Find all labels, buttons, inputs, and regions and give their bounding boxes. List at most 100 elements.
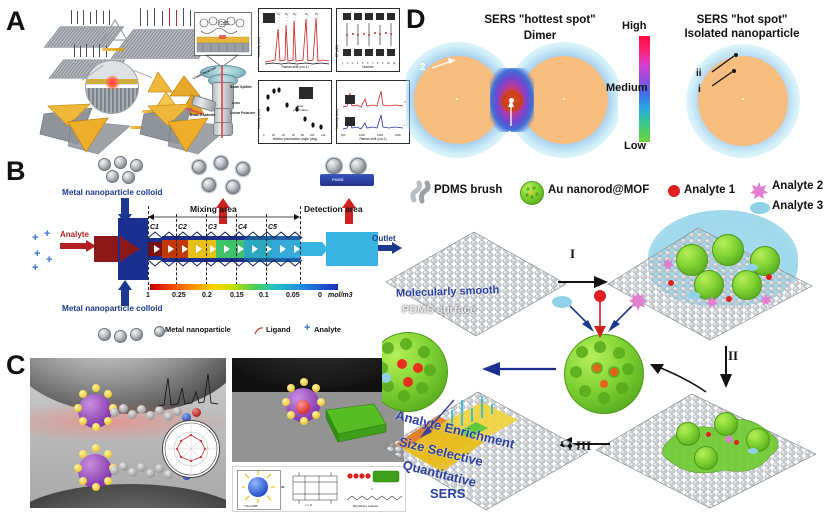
svg-text:ii: ii: [696, 68, 702, 79]
svg-text:laser: laser: [297, 104, 304, 108]
analyte2-particle: [706, 296, 718, 308]
analyte1-particle: [766, 274, 772, 280]
panel-c-left-scene: [30, 358, 226, 508]
analyte-uptake-arrows: [536, 290, 666, 340]
svg-text:n = 8: n = 8: [305, 503, 312, 507]
svg-text:polarization: polarization: [293, 108, 309, 112]
cb-tick-6: 0.05: [286, 292, 300, 299]
nanopillar-group: [138, 8, 208, 28]
analyte3-icon: [750, 202, 770, 214]
gold-nanorod-icon: [102, 48, 124, 51]
nanoparticle-right: [520, 56, 608, 144]
mof-sphere-icon: [520, 181, 544, 205]
reporter-molecule-schematic: = Bipyridinium molecule: [345, 470, 403, 508]
arrow-to-sers: [420, 399, 455, 438]
polar-intensity-plot: [162, 420, 220, 478]
colorbar-high-label: High: [622, 20, 647, 32]
analyte3-incoming: [552, 296, 572, 308]
svg-text:i: i: [698, 84, 701, 95]
green-nanoplate: [325, 403, 387, 443]
sphere-icon: [154, 326, 165, 337]
panel-c-right-scene: [232, 358, 404, 462]
field-intensity-colorbar: [639, 36, 650, 142]
svg-text:I: I: [404, 123, 405, 127]
svg-text:Py: Py: [285, 12, 289, 16]
analyte2-adsorbed: [724, 434, 734, 444]
svg-text:1: 1: [507, 130, 513, 141]
thiol-cb8-label: Thiol-CB8: [244, 504, 258, 508]
analyte1-adsorbed: [734, 440, 739, 445]
svg-text:3: 3: [352, 62, 354, 65]
analyte3-particle: [746, 264, 758, 271]
mof-loaded-inset: [382, 330, 466, 414]
svg-text:100: 100: [310, 133, 315, 137]
marker-c5: C5: [268, 224, 277, 231]
analyte2-particle: [760, 294, 772, 306]
thiol-cb8-schematic: Thiol-CB8: [237, 470, 281, 510]
panel-b-legend: Metal nanoparticle Ligand + Analyte: [154, 322, 394, 338]
triangle-outline-icon: [102, 18, 128, 41]
svg-text:=: =: [371, 486, 374, 491]
hotspot-glow-icon: [105, 75, 120, 90]
mof-particle-detail: [560, 330, 646, 416]
step-1-label: I: [570, 246, 576, 261]
svg-text:2000: 2000: [395, 133, 401, 137]
arrow-outlet: [378, 242, 402, 254]
mof-sphere: [712, 234, 744, 266]
hottest-spot-subtitle: Dimer: [523, 30, 557, 42]
svg-text:0: 0: [263, 133, 265, 137]
legend-mof-label: Au nanorod@MOF: [548, 184, 650, 196]
hot-spot-title: SERS "hot spot": [696, 14, 788, 26]
legend-label-ligand: Ligand: [266, 325, 291, 334]
legend-analyte1-label: Analyte 1: [684, 184, 736, 196]
panel-b-microfluidic-chip: Metal nanoparticle colloid Metal nanopar…: [30, 156, 405, 346]
arrow-step-1: [558, 276, 608, 288]
center-dot-left: [456, 98, 458, 100]
boundary-c4: [236, 214, 237, 290]
panel-d-label: D: [406, 4, 426, 34]
marker-c3: C3: [208, 224, 217, 231]
molecule-schematic-box: CdS: [194, 12, 252, 56]
surface-label-line2: PDMS surface: [402, 304, 476, 316]
svg-text:1000: 1000: [359, 133, 365, 137]
pdms-detection-chip: PDMS: [318, 156, 378, 196]
legend-analyte2-label: Analyte 2: [772, 180, 824, 192]
boundary-mixing-start: [148, 206, 149, 290]
svg-text:5: 5: [362, 62, 364, 65]
panel-c-schematic-strip: Thiol-CB8 = n = 8: [232, 466, 406, 512]
plot4-xlabel: Raman shift (cm-1): [359, 137, 387, 141]
label-mixing-area: Mixing area: [190, 204, 237, 214]
triangle-on-substrate-1: [38, 100, 136, 161]
mof-sphere: [750, 246, 780, 276]
nanoparticle-cluster-top: [92, 156, 152, 186]
center-dot-right: [563, 98, 565, 100]
analyte-core: [296, 400, 310, 414]
arrow-mixing-up: [216, 198, 230, 224]
colorbar-low-label: Low: [624, 140, 646, 152]
label-outlet: Outlet: [372, 234, 396, 243]
analyte2-incoming: [629, 292, 647, 311]
substrate-bare-pdms: Molecularly smooth PDMS surface: [374, 222, 574, 342]
svg-text:7: 7: [372, 62, 374, 65]
svg-text:40: 40: [282, 133, 285, 137]
arrow-inlet-top: [118, 198, 132, 224]
plot3-xlabel: relative polarization angle (deg): [272, 137, 318, 141]
panel-a-label: A: [6, 6, 26, 36]
cb-unit: mol/m3: [328, 292, 353, 299]
cb-tick-1: 1: [146, 292, 150, 299]
panel-a-nanostructure-illustration: [30, 8, 231, 155]
svg-text:Py: Py: [305, 12, 309, 16]
legend-pdms-brush-label: PDMS brush: [434, 184, 503, 196]
outcome-line-4: SERS: [430, 486, 466, 501]
marker-1-arrow: 1: [507, 100, 514, 141]
analyte1-particle: [668, 280, 674, 286]
svg-text:20: 20: [272, 133, 275, 137]
panel-a-optical-setup: CdS Linear Polarizer Beam Splitter Lens: [186, 10, 256, 156]
isolated-particle-field-map: ii i: [684, 40, 808, 158]
svg-text:500: 500: [341, 133, 346, 137]
svg-text:1500: 1500: [377, 133, 383, 137]
boundary-detection-start: [300, 206, 301, 290]
